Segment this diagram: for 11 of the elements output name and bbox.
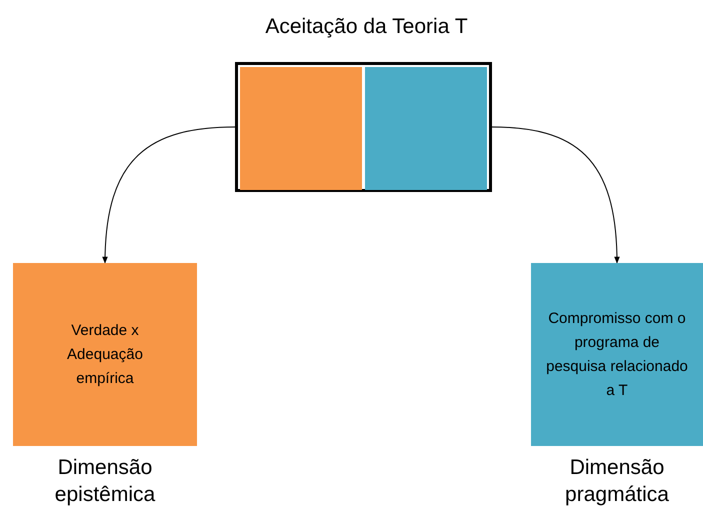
- dimension-label: Dimensão pragmática: [564, 455, 670, 508]
- pragmatic-box: [531, 263, 703, 446]
- box-text: Verdade x Adequação empírica: [66, 320, 144, 388]
- curved-arrow: [492, 126, 620, 264]
- epistemic-block: [240, 67, 362, 190]
- box-heading: Aceitação da Teoria T: [264, 15, 469, 39]
- dimension-label: Dimensão epistêmica: [54, 455, 156, 508]
- pragmatic-block: [365, 67, 487, 190]
- curved-arrow: [102, 126, 236, 264]
- epistemic-box: [13, 263, 197, 446]
- box-text: Compromisso com o programa de pesquisa relacionado a T: [545, 308, 689, 400]
